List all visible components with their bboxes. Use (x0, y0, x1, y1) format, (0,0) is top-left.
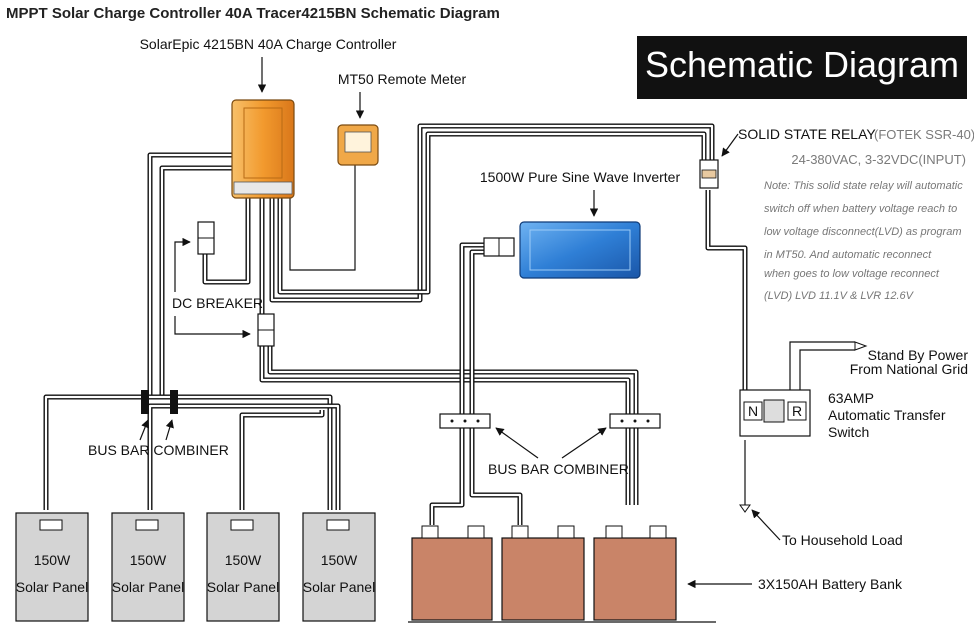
grid-cable (789, 341, 855, 390)
meter-cable (289, 165, 356, 271)
household-arrow (751, 509, 781, 541)
relay-note-line: when goes to low voltage reconnect (764, 268, 940, 280)
charge-controller (231, 99, 295, 199)
controller-label: SolarEpic 4215BN 40A Charge Controller (140, 36, 397, 52)
dc-breaker-lower (257, 313, 275, 347)
battery-bank-label: 3X150AH Battery Bank (758, 576, 903, 592)
panel-name: Solar Panel (112, 579, 184, 595)
bus-bar-right-1 (439, 413, 491, 429)
battery (501, 525, 585, 621)
automatic-transfer-switch (739, 389, 811, 437)
household-arrow-tip (739, 504, 751, 513)
panel-watt: 150W (225, 552, 262, 568)
standby-arrow (854, 341, 868, 351)
panel-watt: 150W (321, 552, 358, 568)
ats-n-label: N (748, 403, 758, 419)
bus-bar-right-arrow-1 (495, 427, 539, 459)
solar-panel: 150W Solar Panel (206, 512, 280, 622)
bus-bar-right-arrow-2 (561, 427, 607, 459)
panel-name: Solar Panel (16, 579, 88, 595)
inverter (519, 221, 641, 279)
wiring (43, 123, 748, 525)
standby-label-1: Stand By Power (868, 347, 969, 363)
bus-bar-left-label: BUS BAR COMBINER (88, 442, 229, 458)
dc-breaker-arrow-lower (174, 316, 251, 339)
dc-breaker-label: DC BREAKER (172, 295, 263, 311)
mt50-meter (337, 124, 379, 166)
relay-label: SOLID STATE RELAY (738, 126, 876, 142)
panel-watt: 150W (130, 552, 167, 568)
solar-panel: 150W Solar Panel (302, 512, 376, 622)
panel-name: Solar Panel (207, 579, 279, 595)
battery-bank (411, 525, 677, 621)
inverter-label: 1500W Pure Sine Wave Inverter (480, 169, 681, 185)
panel-name: Solar Panel (303, 579, 375, 595)
dc-breaker-upper (197, 221, 215, 255)
battery (593, 525, 677, 621)
dc-breaker-inverter (483, 237, 515, 257)
solid-state-relay (699, 159, 719, 189)
bus-bar-right-2 (609, 413, 661, 429)
bus-bar-left-arrow-1 (139, 419, 150, 441)
relay-note-line: in MT50. And automatic reconnect (764, 249, 932, 261)
solar-panel: 150W Solar Panel (15, 512, 89, 622)
relay-note-line: low voltage disconnect(LVD) as program (764, 226, 961, 238)
relay-note-line: Note: This solid state relay will automa… (764, 180, 963, 192)
relay-note-line: (LVD) LVD 11.1V & LVR 12.6V (764, 290, 915, 302)
standby-label-2: From National Grid (850, 361, 968, 377)
bus-bar-right-label: BUS BAR COMBINER (488, 461, 629, 477)
ats-label-2: Automatic Transfer (828, 407, 946, 423)
solar-panel: 150W Solar Panel (111, 512, 185, 622)
meter-label: MT50 Remote Meter (338, 71, 467, 87)
battery (411, 525, 493, 621)
relay-model: (FOTEK SSR-40) (874, 127, 974, 142)
panel-watt: 150W (34, 552, 71, 568)
bus-bar-left-1 (141, 390, 149, 414)
relay-arrow (721, 133, 739, 157)
ats-r-label: R (792, 403, 802, 419)
relay-note-line: switch off when battery voltage reach to (764, 203, 957, 215)
ats-label-3: Switch (828, 424, 869, 440)
ats-label-1: 63AMP (828, 390, 874, 406)
dc-breaker-arrow-upper (174, 237, 191, 292)
badge-background (637, 36, 967, 99)
bus-bar-left-2 (170, 390, 178, 414)
relay-spec: 24-380VAC, 3-32VDC(INPUT) (791, 152, 966, 167)
diagram-title: MPPT Solar Charge Controller 40A Tracer4… (6, 5, 500, 22)
relay-note: Note: This solid state relay will automa… (764, 180, 963, 302)
household-label: To Household Load (782, 532, 903, 548)
badge-text: Schematic Diagram (645, 44, 959, 85)
grid-cable-2 (799, 349, 855, 390)
bus-bar-left-arrow-2 (165, 419, 174, 441)
